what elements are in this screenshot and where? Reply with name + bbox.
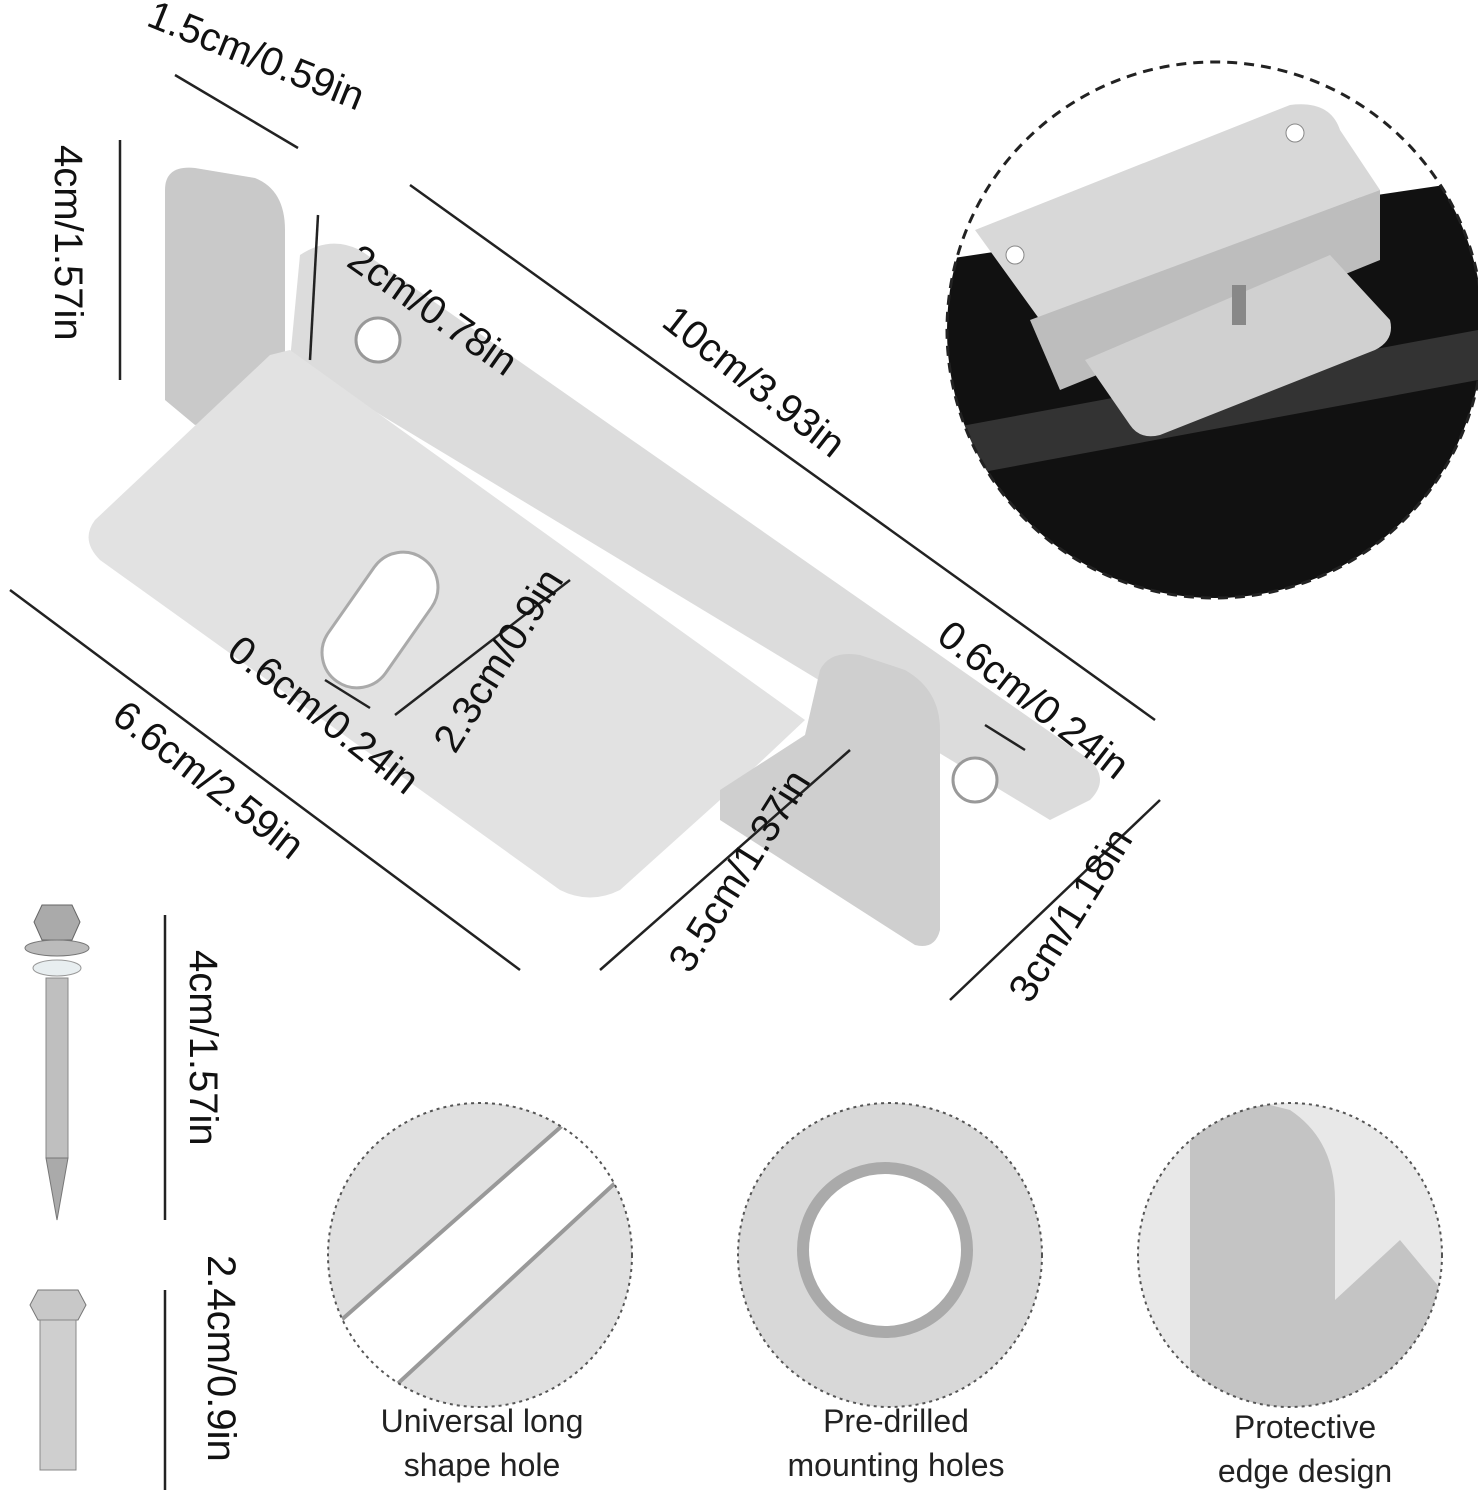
dim-bolt-length: 2.4cm/0.9in — [199, 1255, 243, 1462]
dim-screw-length: 4cm/1.57in — [181, 950, 225, 1146]
bracket-illustration — [88, 167, 1100, 946]
self-tapping-screw — [24, 904, 90, 1221]
dim-base-width: 6.6cm/2.59in — [104, 692, 312, 868]
dim-right-width: 3cm/1.18in — [1000, 821, 1141, 1010]
caption-slot-line2: shape hole — [404, 1447, 561, 1483]
feature-protective-edge — [1137, 1102, 1443, 1408]
caption-holes-line1: Pre-drilled — [823, 1403, 969, 1439]
feature-slot-hole — [327, 1102, 633, 1408]
feature-mounting-hole — [737, 1102, 1043, 1408]
caption-holes-line2: mounting holes — [787, 1447, 1004, 1483]
caption-slot-line1: Universal long — [381, 1403, 584, 1439]
installed-view-inset — [945, 60, 1478, 600]
caption-edge-line2: edge design — [1218, 1453, 1392, 1489]
dimension-lines — [9, 73, 1161, 1490]
caption-edge-line1: Protective — [1234, 1409, 1376, 1445]
dim-tab-width: 1.5cm/0.59in — [142, 0, 371, 119]
hex-bolt — [29, 1289, 87, 1471]
dim-tab-height: 4cm/1.57in — [46, 145, 90, 341]
